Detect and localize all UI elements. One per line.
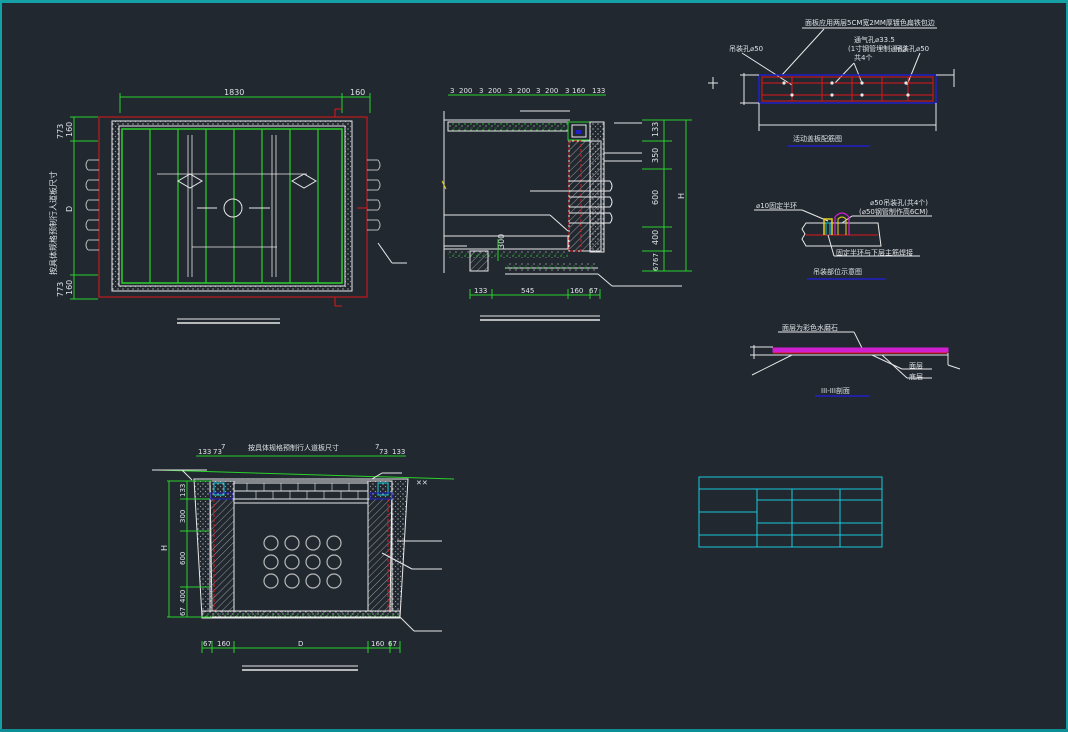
cross-left-dim-2: 300: [179, 510, 187, 523]
lid-detail: 面板应用两层5CM宽2MM厚镀色扁铁包边 通气孔⌀33.5 (1寸钢管埋制通孔)…: [708, 18, 955, 147]
cross-top-left-dim-2: 73: [213, 448, 222, 456]
plan-dim-bottom: 773: [56, 282, 65, 297]
lid-vent-hole: 通气孔⌀33.5: [854, 35, 895, 44]
plan-dim-mid: D: [65, 206, 74, 212]
hanger-detail: ⌀10固定半环 ⌀50吊装孔(共4个) (⌀50钢管制作高6CM) 固定半环与下…: [754, 198, 932, 280]
section-top-dim-4: 200: [488, 87, 501, 95]
section-right-dim-2: 350: [651, 148, 660, 163]
section-bottom-dim-4: 67: [589, 287, 598, 295]
cross-top-right-dim-3: 133: [392, 448, 405, 456]
section-top-dim-5: 3: [508, 87, 512, 95]
cross-section: 按具体规格预制行人道板尺寸 133 73 7 7 73 133 ✕✕: [152, 443, 455, 671]
section-bottom-dim-3: 160: [570, 287, 583, 295]
cross-bottom-dim-4: 160: [371, 640, 384, 648]
hanger-left-label: ⌀10固定半环: [756, 201, 797, 210]
paving-label-mid: 面层: [909, 362, 923, 370]
section-top-dim-8: 200: [545, 87, 558, 95]
hanger-caption: 吊装部位示意图: [813, 267, 862, 276]
plan-dim-top: 773: [56, 124, 65, 139]
cross-left-dim-5: 67: [179, 607, 187, 616]
paving-detail: 面层为彩色水磨石 面层 底层 III-III剖面: [750, 323, 961, 397]
lid-caption: 活动盖板配筋图: [793, 134, 842, 143]
lid-right-hole: 吊装孔⌀50: [895, 44, 929, 53]
cad-drawing[interactable]: 1830 160 773 160 D 773 160 按具体规格预制行人道板尺寸: [2, 3, 1068, 732]
lid-top-note: 面板应用两层5CM宽2MM厚镀色扁铁包边: [805, 18, 935, 27]
paving-top-label: 面层为彩色水磨石: [782, 323, 838, 332]
title-block-table: [698, 476, 883, 548]
plan-dim-right: 160: [350, 88, 365, 97]
hanger-right-sub: (⌀50钢管制作高6CM): [859, 207, 928, 216]
section-right-dim-6: 67: [652, 262, 660, 271]
cross-top-left-dim-3: 7: [221, 443, 225, 451]
cross-top-right-dim-2: 73: [379, 448, 388, 456]
section-top-dim-7: 3: [536, 87, 540, 95]
cross-left-dim-4: 400: [179, 590, 187, 603]
cross-mark: ✕✕: [416, 479, 428, 487]
section-top-dim-6: 200: [517, 87, 530, 95]
hanger-bottom-label: 固定半环与下层主筋焊接: [836, 248, 913, 257]
cross-bottom-dim-5: 67: [388, 640, 397, 648]
section-top-dim-11: 133: [592, 87, 605, 95]
section-inner-dim: 300: [497, 234, 506, 249]
plan-side-note: 按具体规格预制行人道板尺寸: [48, 171, 58, 275]
section-top-dim-9: 3: [565, 87, 569, 95]
hanger-right-label: ⌀50吊装孔(共4个): [870, 198, 928, 207]
section-right-dim-5: 67: [652, 253, 660, 262]
plan-dim-width: 1830: [224, 88, 244, 97]
section-right-h: H: [677, 193, 686, 199]
plan-dim-top-sub: 160: [65, 122, 74, 137]
cross-left-dim-3: 600: [179, 552, 187, 565]
section-top-dim-10: 160: [572, 87, 585, 95]
cross-bottom-dim-3: D: [298, 640, 303, 648]
cross-left-dim-1: 133: [179, 484, 187, 497]
lid-left-hole: 吊装孔⌀50: [729, 44, 763, 53]
cross-top-right-dim-1: 7: [375, 443, 379, 451]
paving-caption: III-III剖面: [821, 386, 850, 395]
cross-left-h: H: [160, 545, 169, 551]
section-top-dim-1: 3: [450, 87, 454, 95]
section-bottom-dim-2: 545: [521, 287, 534, 295]
paving-label-bottom: 底层: [909, 372, 923, 381]
section-bottom-dim-1: 133: [474, 287, 487, 295]
plan-dim-bottom-sub: 160: [65, 280, 74, 295]
cross-top-left-dim-1: 133: [198, 448, 211, 456]
section-right-dim-1: 133: [651, 122, 660, 137]
section-view: 3 200 3 200 3 200 3 200 3 160 133: [441, 87, 692, 321]
cross-bottom-dim-2: 160: [217, 640, 230, 648]
section-top-dim-3: 3: [479, 87, 483, 95]
lid-vent-count: 共4个: [854, 53, 872, 62]
lid-vent-sub: (1寸钢管埋制通孔): [848, 44, 907, 53]
cross-top-title: 按具体规格预制行人道板尺寸: [248, 443, 339, 452]
plan-view: 1830 160 773 160 D 773 160 按具体规格预制行人道板尺寸: [48, 88, 407, 324]
cross-bottom-dim-1: 67: [203, 640, 212, 648]
section-right-dim-4: 400: [651, 230, 660, 245]
section-right-dim-3: 600: [651, 190, 660, 205]
section-top-dim-2: 200: [459, 87, 472, 95]
